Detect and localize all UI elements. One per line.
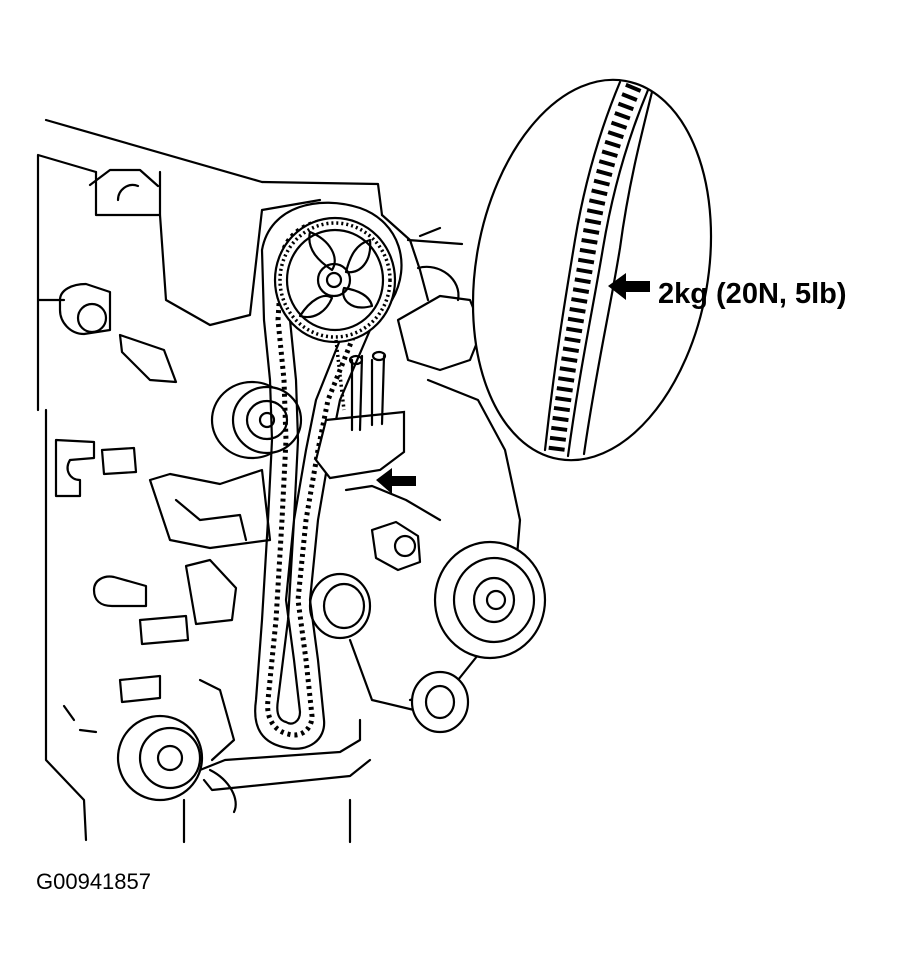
figure-id: G00941857 [36, 869, 151, 894]
water-pump-housing [344, 213, 547, 734]
belt-cover-bracket [314, 339, 406, 480]
belt-arrow-icon [376, 468, 416, 494]
idler-pulley [308, 572, 372, 640]
camshaft-sprocket [273, 216, 397, 344]
tension-arrow-icon [608, 273, 650, 300]
tensioner-pulley [210, 380, 303, 460]
engine-block [36, 118, 384, 844]
belt-detail-callout [471, 78, 713, 462]
crankshaft-pulley [116, 714, 237, 814]
belt-tension-label: 2kg (20N, 5lb) [658, 278, 847, 310]
